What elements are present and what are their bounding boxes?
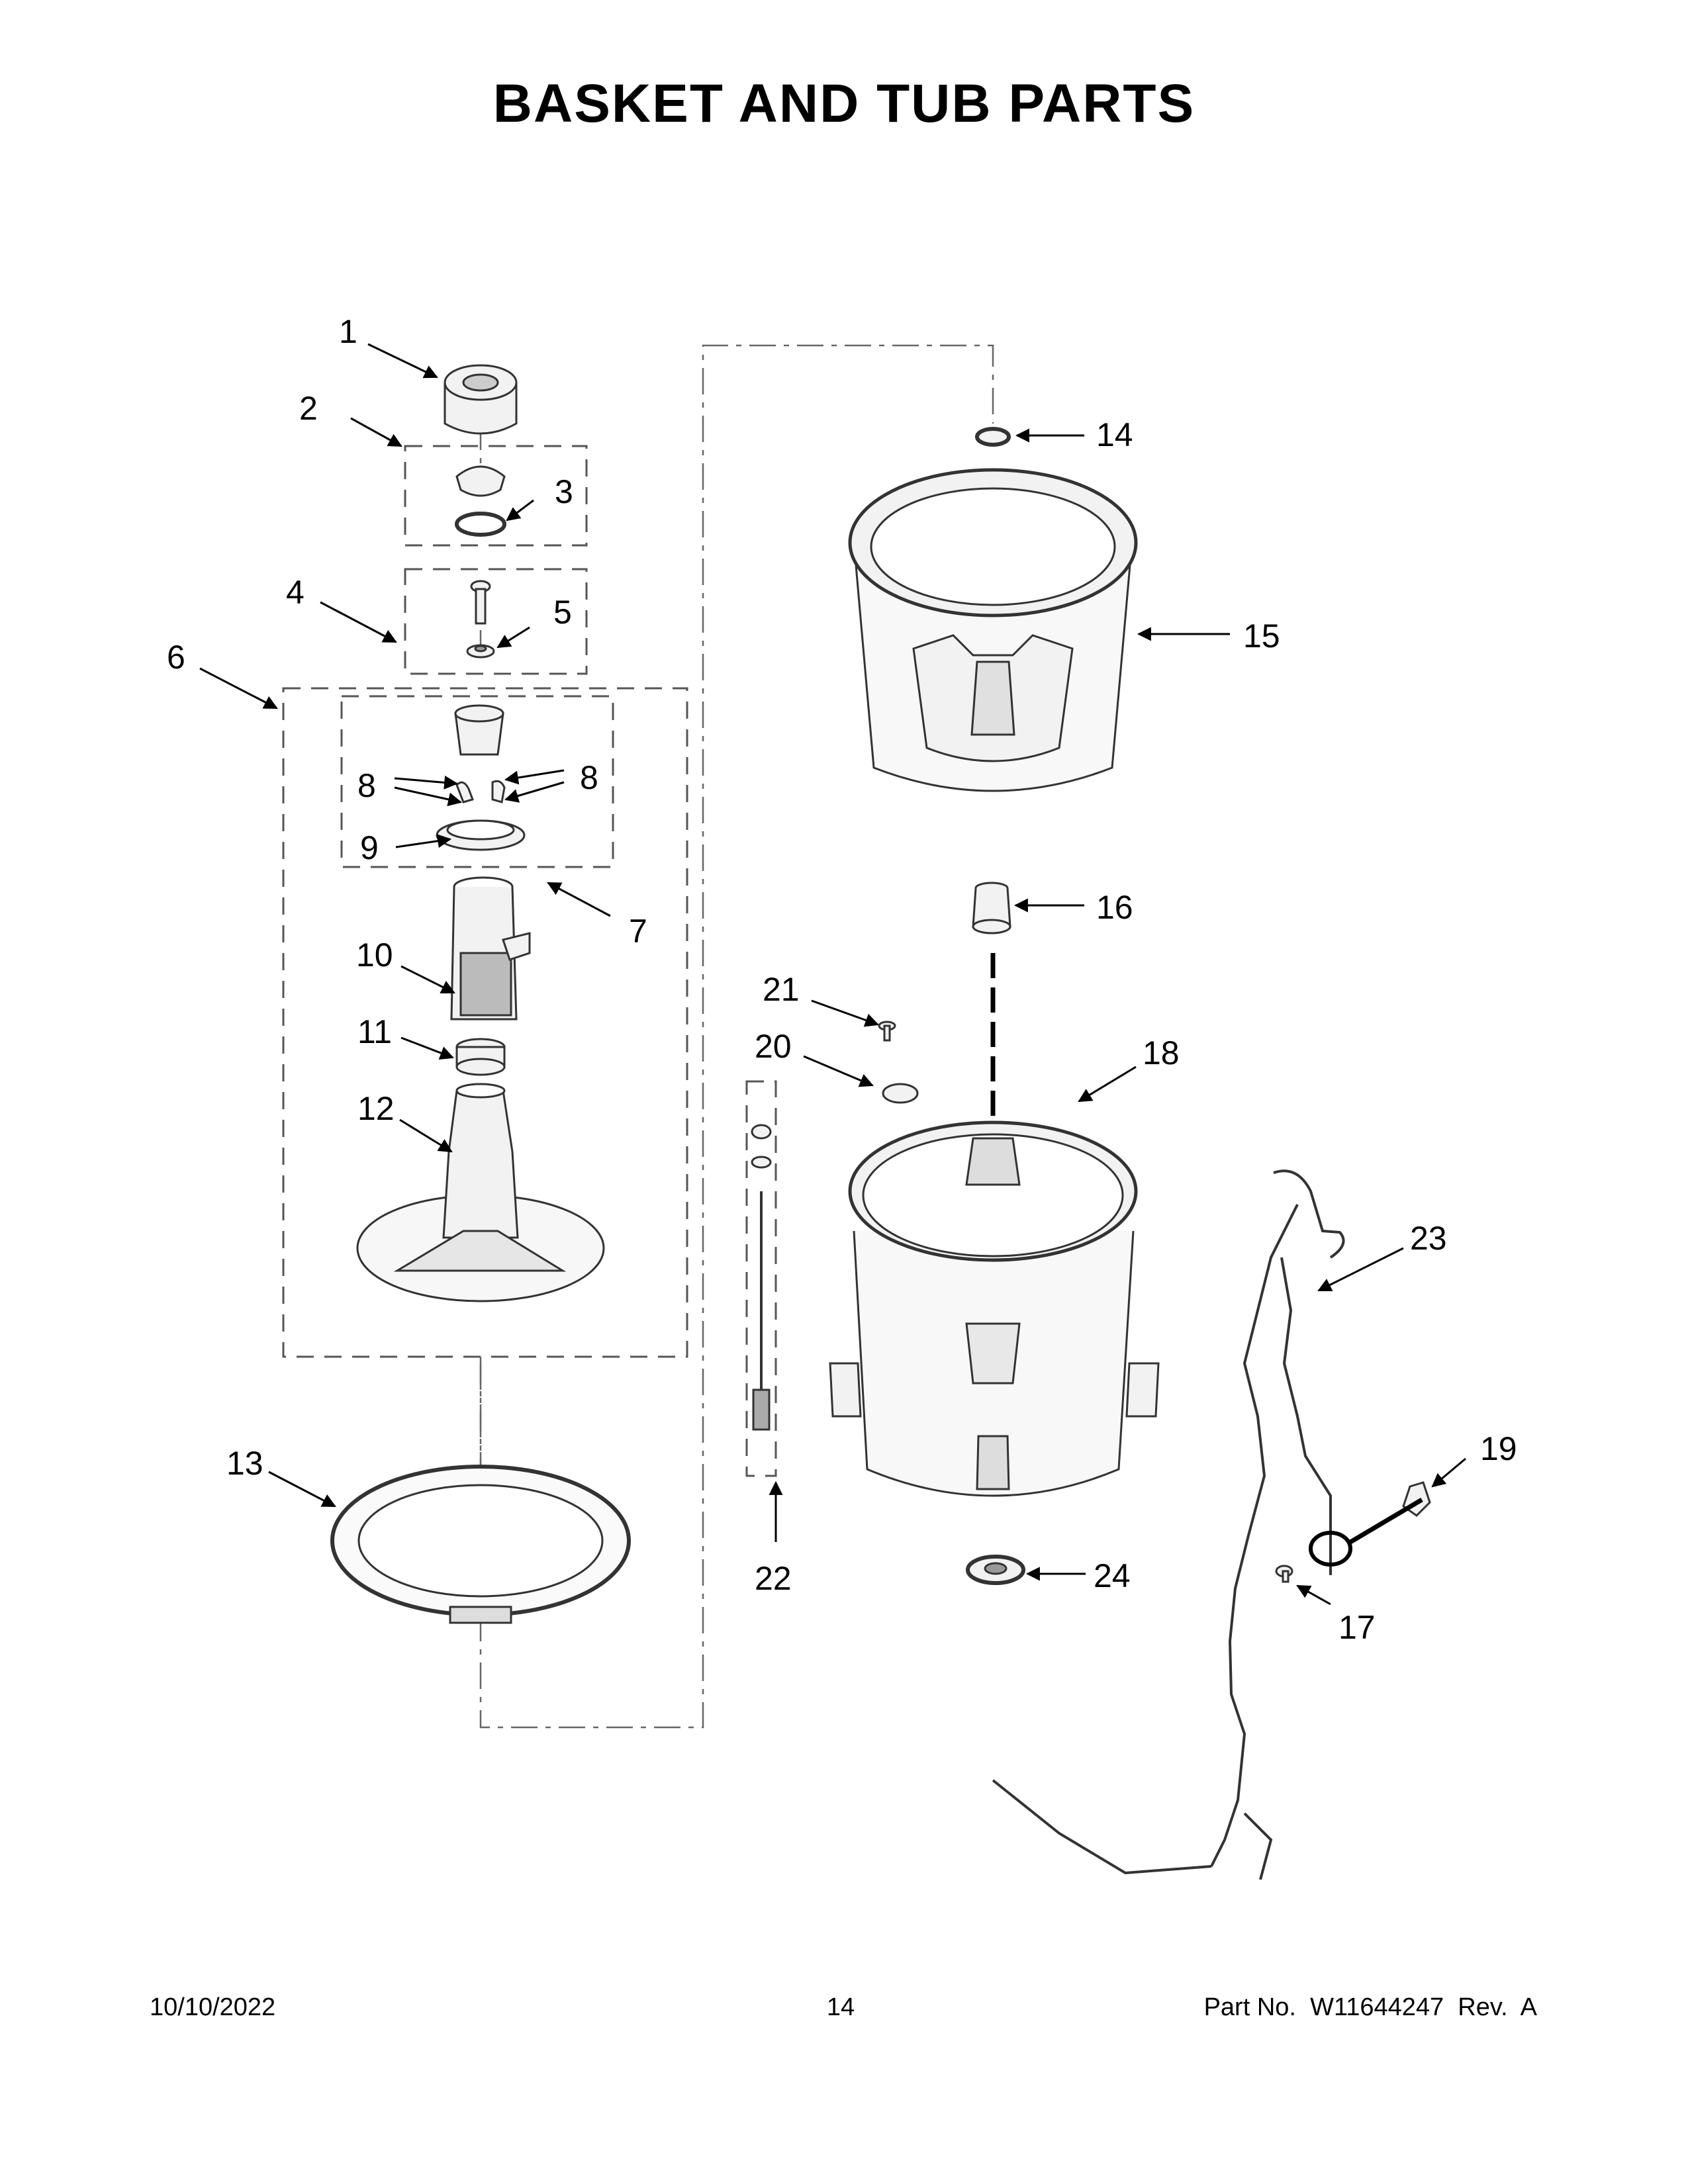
part-22-suspension-rod [751,1124,772,1431]
part-2-cam [455,465,506,497]
part-13-balance-ring [330,1465,631,1624]
callout-7: 7 [629,913,647,950]
part-14-nut [975,427,1011,447]
part-17-screw [1275,1565,1293,1583]
parts [330,364,1431,1880]
arrow-3 [506,499,534,522]
callout-15: 15 [1243,617,1280,655]
callout-23: 23 [1410,1220,1447,1257]
callout-21: 21 [763,971,800,1008]
part-3-ring [455,512,506,537]
arrow-2 [350,417,402,447]
part-18-outer-tub [829,1120,1160,1497]
callout-8b: 8 [580,759,598,796]
part-1-cap [444,364,518,435]
callout-13: 13 [226,1445,263,1482]
callout-12: 12 [357,1090,395,1127]
loop-connector-line [479,344,994,1729]
callout-2: 2 [299,390,318,427]
arrow-21 [811,999,879,1027]
callout-3: 3 [555,473,573,510]
callout-20: 20 [755,1028,792,1065]
part-4-bolt [470,580,491,625]
box-2 [404,445,588,547]
callout-17: 17 [1338,1609,1376,1646]
callout-arrows [199,343,1466,1606]
callout-10: 10 [356,936,393,974]
arrow-9 [395,834,452,848]
callout-6: 6 [167,639,185,676]
group-boxes [282,445,777,1477]
callout-14: 14 [1096,416,1133,453]
part-9-ring [436,819,526,851]
callout-8a: 8 [357,767,376,804]
callout-24: 24 [1094,1557,1131,1594]
arrow-8b-1 [504,769,565,785]
part-5-washer [466,644,495,659]
box-6 [282,687,688,1358]
arrow-18 [1078,1066,1137,1103]
callout-18: 18 [1143,1034,1180,1071]
callout-5: 5 [553,594,572,631]
arrow-23 [1317,1247,1404,1292]
callout-1: 1 [339,313,357,350]
arrow-17 [1296,1584,1331,1606]
arrow-11 [400,1036,454,1060]
callout-labels: 1 2 3 4 5 6 7 8 8 9 10 11 12 13 14 15 16… [167,313,1517,1646]
part-11-bearing [455,1038,506,1076]
arrow-1 [367,343,438,379]
part-10-barrel [450,876,531,1021]
arrow-5 [496,626,530,649]
part-21-screw [878,1021,896,1042]
part-16-coupling [972,882,1011,934]
arrow-4 [320,601,397,643]
arrow-6 [199,667,278,709]
box-4 [404,568,588,675]
part-23-wire-harness [992,1169,1345,1880]
callout-11: 11 [357,1013,392,1050]
arrow-17-clip [1349,1497,1423,1545]
arrow-10 [400,965,455,994]
part-7-dogs-cap [454,704,504,756]
arrow-8a-1 [394,775,459,790]
part-24-seal [966,1555,1025,1585]
callout-22: 22 [755,1560,792,1597]
callout-16: 16 [1096,889,1133,926]
part-17-clip [1309,1531,1352,1567]
arrow-13 [268,1471,336,1508]
part-8-clips [455,780,506,803]
arrow-7 [547,882,611,917]
arrow-19 [1431,1457,1466,1488]
part-12-impeller [356,1083,605,1302]
footer-page-number: 14 [826,1993,855,2021]
arrow-12 [399,1118,453,1153]
box-22 [745,1080,777,1477]
arrow-20 [803,1055,874,1087]
part-15-basket [848,468,1138,792]
callout-9: 9 [360,829,379,866]
part-20-cover [882,1083,919,1104]
callout-4: 4 [286,574,305,611]
callout-19: 19 [1480,1430,1517,1467]
arrow-8a-2 [394,786,463,807]
footer-part-number: Part No. W11644247 Rev. A [1203,1993,1537,2021]
page-title: BASKET AND TUB PARTS [492,73,1196,134]
footer-date: 10/10/2022 [150,1993,276,2021]
arrow-8b-2 [504,781,565,803]
